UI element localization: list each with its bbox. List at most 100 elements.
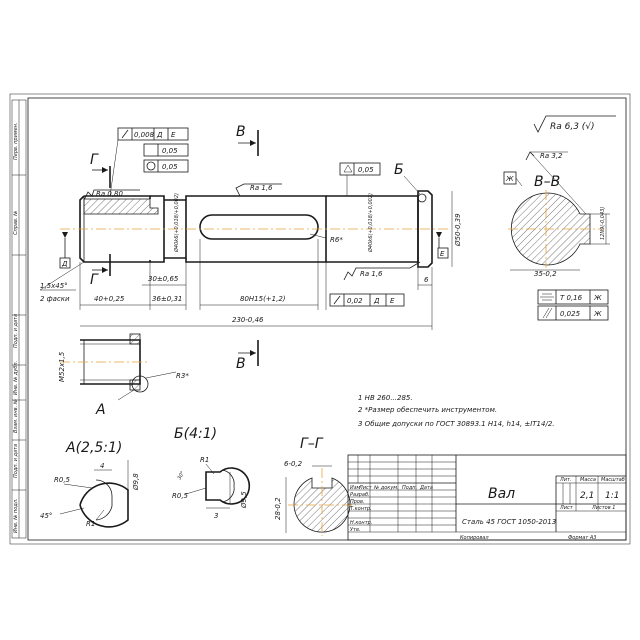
tol-005-c: 0,05 <box>358 166 374 174</box>
cut-g-top-label: Г <box>90 152 99 168</box>
vv-par-datum: Ж <box>593 310 602 318</box>
tb-row-utv: Утв. <box>350 527 361 533</box>
roughness-ra16-bottom: Ra 1,6 <box>343 261 421 281</box>
tolerance-frame-bottom: 0,02 Д Е <box>329 293 405 307</box>
detail-a-dim-45: 45° <box>40 512 52 520</box>
dim-d50: Ø50-0,39 <box>454 213 462 247</box>
ra32-label: Ra 3,2 <box>540 152 563 160</box>
vv-sym-value: T 0,16 <box>560 294 583 302</box>
general-roughness-label: Ra 6,3 (√) <box>550 121 595 132</box>
dim-r3: R3* <box>176 372 189 380</box>
length-dimensions: 30±0,65 40+0,25 36±0,31 80H15(+1,2) 230-… <box>39 239 433 330</box>
shaft-main-view: Д Е <box>59 190 450 269</box>
inner-frame <box>27 97 627 541</box>
tol-005-b: 0,05 <box>162 163 178 171</box>
view-arrow-b-top: В <box>236 124 259 156</box>
vv-par-value: 0,025 <box>560 310 581 318</box>
detail-b-dim-3: 3 <box>214 512 218 520</box>
tb-row-tkontr: Т.контр. <box>350 506 372 512</box>
tb-sheets-label: Листов 1 <box>591 505 615 511</box>
tb-material: Сталь 45 ГОСТ 1050-2013 <box>462 518 556 526</box>
side-cell-6: Подп. и дата <box>13 444 19 478</box>
roughness-ra16-top: Ra 1,6 <box>235 183 282 197</box>
side-cell-4: Инв. № дубл. <box>13 361 19 395</box>
tb-mass-label: Масса <box>580 477 596 483</box>
tb-copied-label: Копировал <box>460 535 489 541</box>
side-cell-5: Взам. инв. № <box>13 399 19 433</box>
detail-a-title: А(2,5:1) <box>65 440 122 456</box>
tb-row-prov: Пров. <box>350 499 365 505</box>
thread-section: М52x1,5 R3* А <box>58 333 189 418</box>
dim-d40k6-right: Ø40k6(+0,018/+0,002) <box>367 193 374 253</box>
datum-d-box: Д <box>61 260 68 268</box>
section-gg-dim-28: 28-0,2 <box>274 497 282 520</box>
dim-d40k6-left: Ø40k6(+0,018/+0,002) <box>173 193 180 253</box>
dim-l36: 36±0,31 <box>152 295 182 303</box>
section-gg-dim-6: 6-0,2 <box>284 460 303 468</box>
detail-a-dim-4: 4 <box>100 462 104 470</box>
tb-header-izm: Изм <box>350 485 360 491</box>
cut-arrow-g-top: Г <box>90 152 111 188</box>
detail-b-ref: Б <box>394 162 404 178</box>
dim-l30: 30±0,65 <box>148 275 179 283</box>
dim-chamfer-note: 2 фаски <box>40 295 70 303</box>
section-gg: Г–Г 6-0,2 28-0,2 <box>274 436 356 536</box>
dim-r6: R6* <box>330 236 343 244</box>
tol-005-a: 0,05 <box>162 147 178 155</box>
view-b-top-label: В <box>236 124 246 140</box>
general-roughness: Ra 6,3 (√) <box>533 115 616 133</box>
tb-scale-value: 1:1 <box>605 491 619 501</box>
side-stamp: Перв. примен. Справ. № Подп. и дата Инв.… <box>11 99 27 539</box>
section-vv-title: В–В <box>534 174 560 190</box>
detail-a-dim-r1: R1 <box>86 520 95 528</box>
ra16-top-label: Ra 1,6 <box>250 184 273 192</box>
detail-b-dim-r1: R1 <box>200 456 209 464</box>
tolerance-frame-top: 0,008 Д Е 0,05 0,05 <box>109 127 189 197</box>
detail-a: А(2,5:1) 4 Ø9,8 R0,5 45° R1 <box>40 440 140 528</box>
detail-b-dim-d95: Ø9,5 <box>240 491 248 509</box>
detail-a-ref: А <box>95 402 106 418</box>
diameter-dimensions: Ø40k6(+0,018/+0,002) Ø40k6(+0,018/+0,002… <box>173 191 462 267</box>
side-cell-2: Справ. № <box>13 211 19 235</box>
roughness-ra080: Ra 0,80 <box>83 189 140 201</box>
outer-frame <box>9 93 631 545</box>
dim-s35: 35-0,2 <box>534 270 557 278</box>
runout-bottom-value: 0,02 <box>347 297 363 305</box>
runout-top-datum-e: Е <box>171 131 176 139</box>
side-cell-3: Подп. и дата <box>13 314 19 348</box>
tb-format-label: Формат А3 <box>568 535 596 541</box>
detail-a-dim-r05: R0,5 <box>54 476 71 484</box>
datum-e-box: Е <box>440 250 445 258</box>
tb-row-razrab: Разраб. <box>350 492 370 498</box>
view-arrow-b-bottom: В <box>236 340 259 372</box>
section-vv: В–В 12N9(-0,043) 35-0,2 Ra 3,2 Ж T 0,16 … <box>503 151 610 321</box>
ra080-label: Ra 0,80 <box>96 190 124 198</box>
side-cell-7: Инв. № подл. <box>13 499 19 534</box>
section-gg-title: Г–Г <box>300 436 324 452</box>
tb-header-data: Дата <box>419 485 433 491</box>
vv-datum-zh: Ж <box>505 175 514 183</box>
dim-l80: 80H15(+1,2) <box>240 295 286 303</box>
dim-w12: 12N9(-0,043) <box>600 207 606 240</box>
view-b-bottom-label: В <box>236 356 246 372</box>
note-1: 1 HB 260...285. <box>358 394 413 402</box>
tb-scale-label: Масштаб <box>601 477 625 483</box>
tolerance-frame-right: 0,05 <box>339 162 381 196</box>
note-3: 3 Общие допуски по ГОСТ 30893.1 H14, h14… <box>358 420 555 428</box>
side-cell-1: Перв. примен. <box>13 122 19 160</box>
runout-bottom-datum-e: Е <box>390 297 395 305</box>
note-2: 2 *Размер обеспечить инструментом. <box>358 406 497 414</box>
dim-m52: М52x1,5 <box>58 351 66 382</box>
detail-b-callout: Б <box>394 162 421 195</box>
title-block: Изм Лист № докум. Подп. Дата Разраб. Про… <box>347 454 627 541</box>
keyway-slot <box>199 214 319 240</box>
dim-l6: 6 <box>424 276 429 284</box>
cut-g-bottom-label: Г <box>90 272 99 288</box>
tb-part-name: Вал <box>488 486 515 502</box>
cut-arrow-g-bottom: Г <box>90 254 111 288</box>
dim-chamfer: 1,5x45° <box>40 282 68 290</box>
tb-row-nkontr: Н.контр. <box>350 520 372 526</box>
runout-top-value: 0,008 <box>134 131 155 139</box>
runout-top-datum-d: Д <box>156 131 163 139</box>
